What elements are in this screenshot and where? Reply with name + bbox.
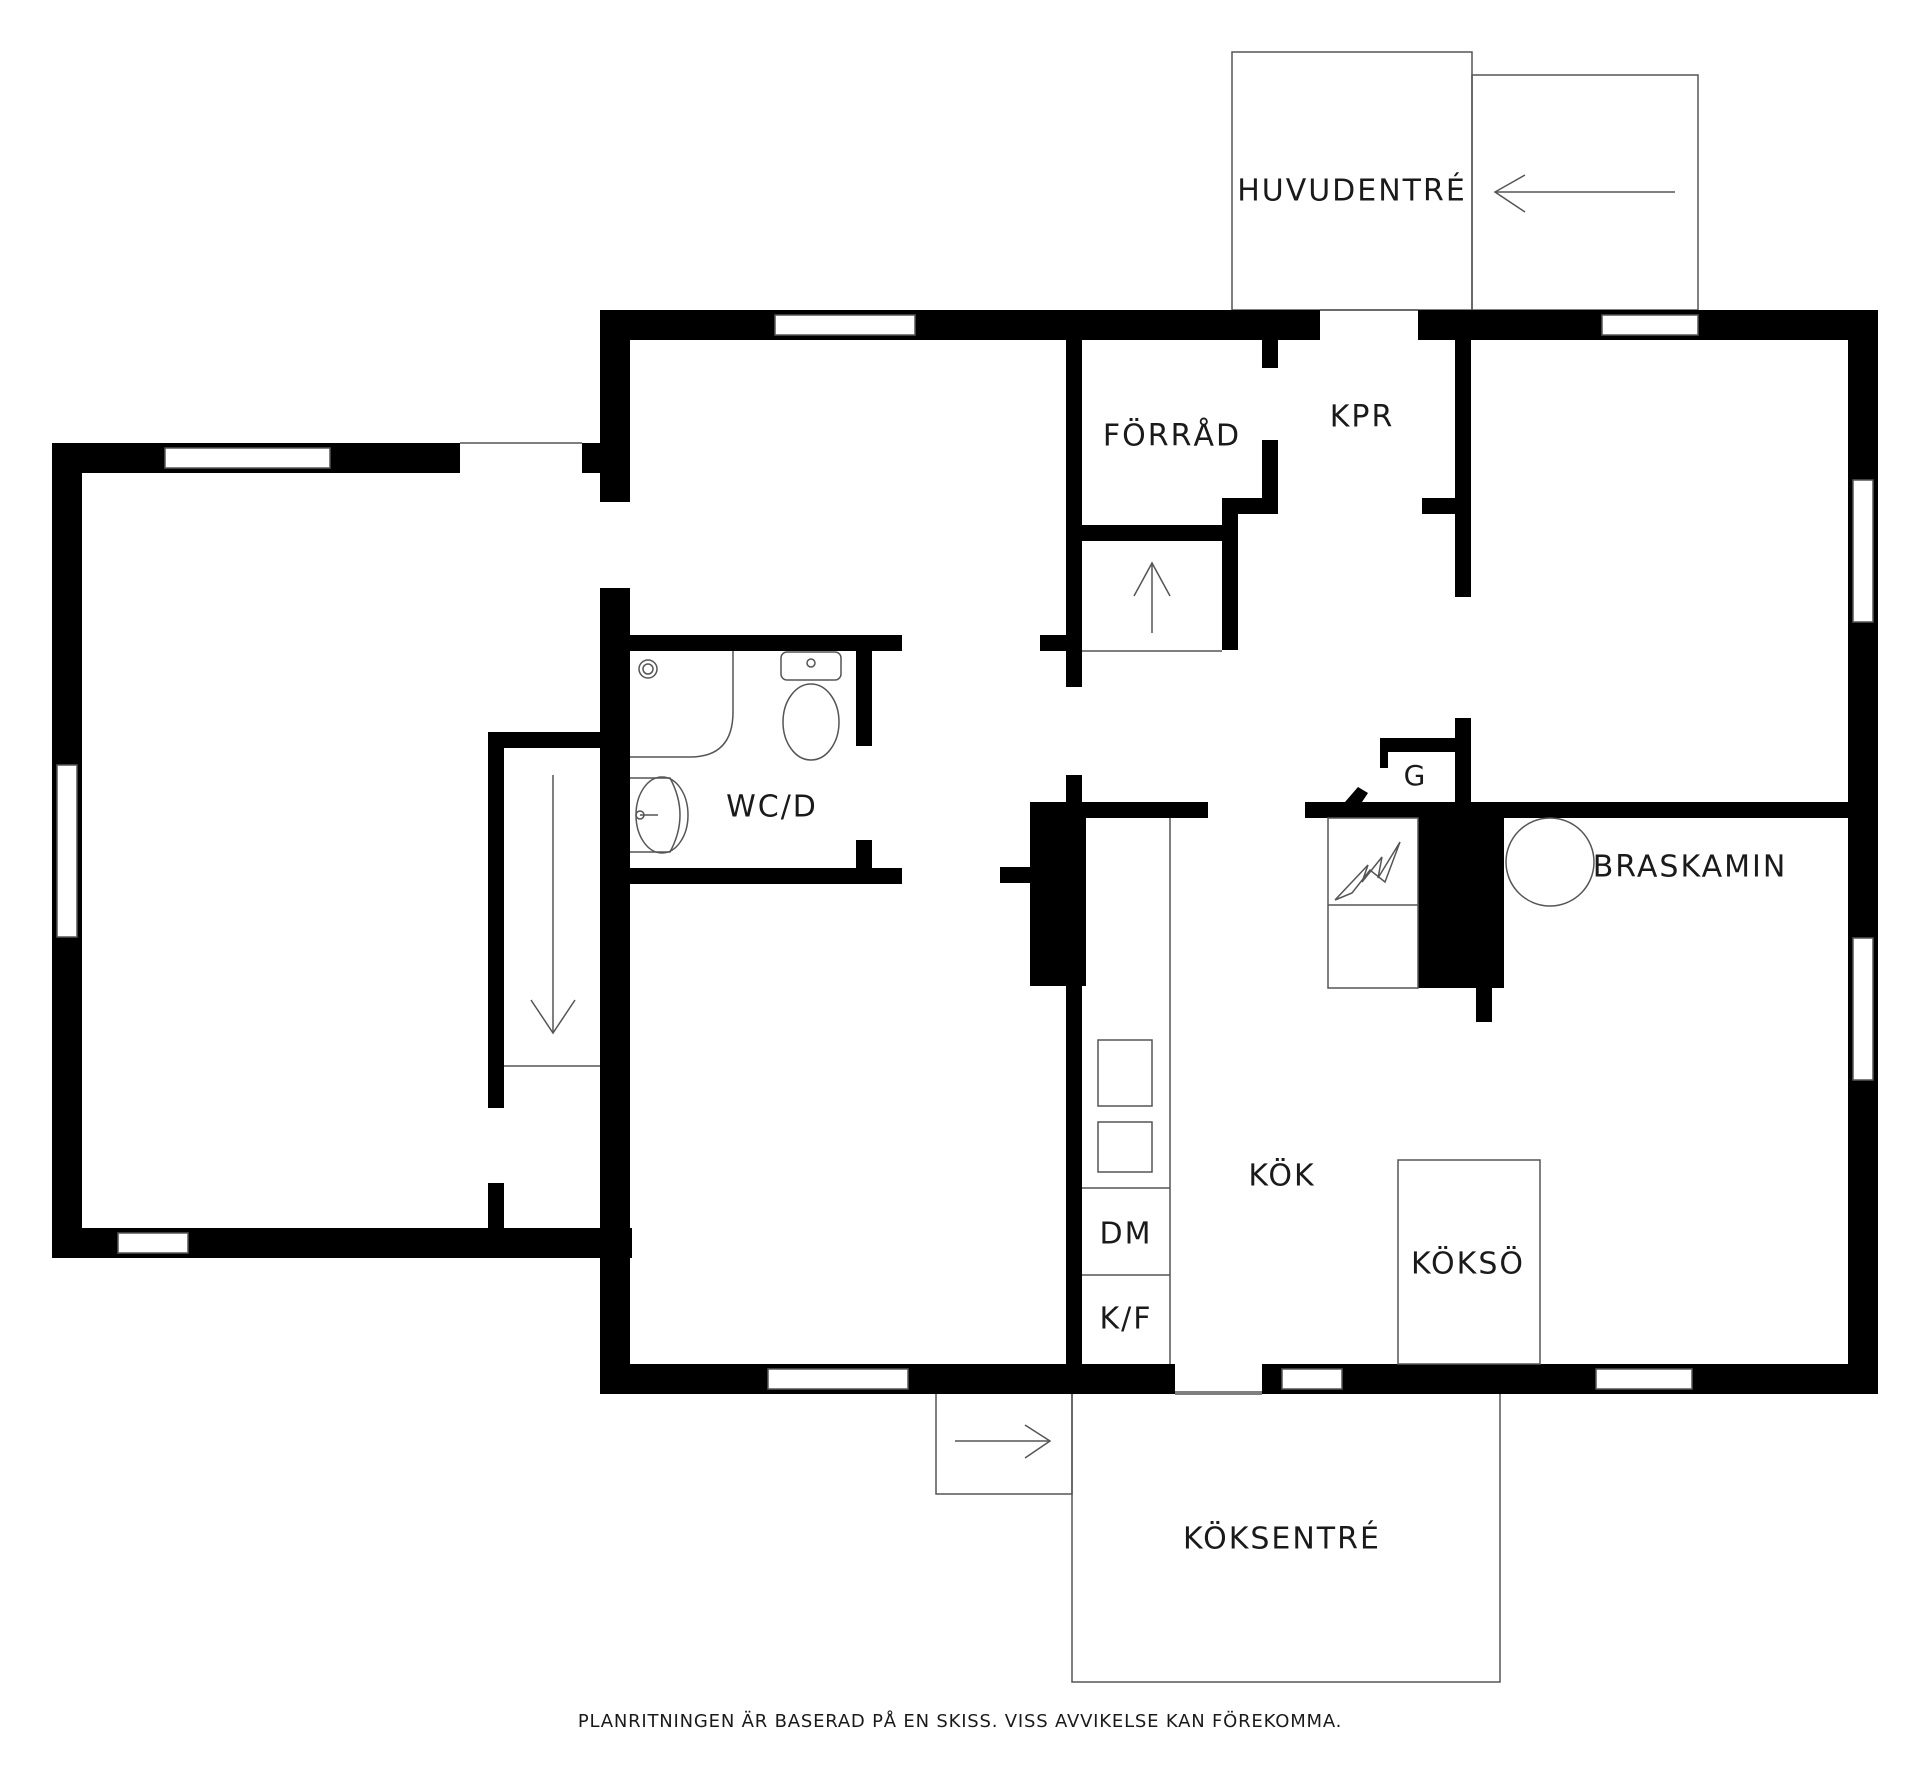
label-kf: K/F bbox=[1099, 1302, 1152, 1337]
window bbox=[164, 447, 331, 469]
shower-icon bbox=[630, 651, 734, 758]
window bbox=[1852, 479, 1874, 623]
label-braskamin: BRASKAMIN bbox=[1593, 850, 1788, 885]
entrance-arrow-head bbox=[1493, 174, 1526, 213]
label-dm: DM bbox=[1100, 1217, 1153, 1252]
kitchen-fixtures bbox=[1082, 817, 1595, 1365]
window bbox=[1601, 314, 1699, 336]
window bbox=[1595, 1368, 1693, 1390]
stove-plate-icon bbox=[1097, 1121, 1153, 1173]
stairs bbox=[504, 561, 1222, 1067]
window bbox=[1281, 1368, 1343, 1390]
window bbox=[56, 764, 78, 938]
kitchen-island bbox=[1397, 1159, 1541, 1365]
stair-arrow-head bbox=[1133, 561, 1171, 597]
window bbox=[1852, 937, 1874, 1081]
label-forrad: FÖRRÅD bbox=[1103, 418, 1241, 454]
stair-arrow-head bbox=[530, 999, 576, 1035]
bathroom-fixtures bbox=[630, 651, 842, 854]
disclaimer-note: PLANRITNINGEN ÄR BASERAD PÅ EN SKISS. VI… bbox=[578, 1710, 1342, 1732]
window bbox=[117, 1232, 189, 1254]
label-koksentre: KÖKSENTRÉ bbox=[1183, 1521, 1381, 1557]
label-g: G bbox=[1404, 759, 1427, 792]
stove-plate-icon bbox=[1097, 1039, 1153, 1107]
label-kpr: KPR bbox=[1330, 400, 1395, 435]
window bbox=[774, 314, 916, 336]
toilet-icon bbox=[780, 651, 842, 761]
label-wcd: WC/D bbox=[726, 790, 818, 825]
door-openings bbox=[460, 309, 1418, 1395]
braskamin-icon bbox=[1505, 817, 1595, 907]
room-labels: HUVUDENTRÉ FÖRRÅD KPR WC/D G BRASKAMIN K… bbox=[726, 173, 1788, 1557]
window bbox=[767, 1368, 909, 1390]
windows bbox=[56, 314, 1874, 1390]
label-koksoe: KÖKSÖ bbox=[1411, 1246, 1525, 1282]
sink-icon bbox=[630, 776, 689, 854]
wood-stove-icon bbox=[1327, 817, 1419, 989]
label-kok: KÖK bbox=[1248, 1158, 1315, 1194]
kitchen-entrance-arrow-head bbox=[1024, 1424, 1052, 1459]
label-huvudentre: HUVUDENTRÉ bbox=[1237, 173, 1467, 209]
interior-walls bbox=[488, 337, 1878, 1364]
shower-drain-icon bbox=[638, 659, 658, 679]
